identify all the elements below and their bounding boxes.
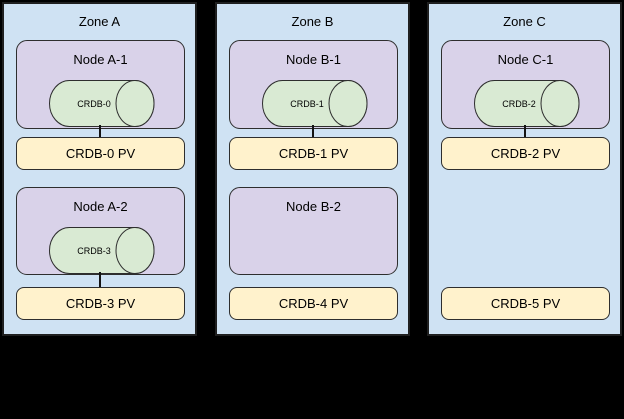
- pv-box: CRDB-5 PV: [441, 287, 610, 320]
- zone-title: Zone B: [291, 14, 334, 29]
- cylinder-cap: [115, 227, 155, 274]
- zone-c-panel: Zone C Node C-1 CRDB-2 CRDB-2 PV CRDB-5 …: [427, 2, 622, 336]
- pod-to-pv-connector: [312, 125, 314, 138]
- cylinder-cap: [540, 80, 580, 127]
- node-box-b2: Node B-2: [229, 187, 398, 275]
- crdb-pod-cylinder: CRDB-1: [261, 80, 368, 127]
- pod-label: CRDB-3: [77, 246, 111, 256]
- cylinder-cap: [115, 80, 155, 127]
- node-title: Node B-2: [286, 199, 341, 214]
- node-title: Node A-1: [73, 52, 128, 67]
- crdb-pod-cylinder: CRDB-2: [473, 80, 580, 127]
- node-title: Node A-2: [73, 199, 128, 214]
- pod-to-pv-connector: [524, 125, 526, 138]
- node-box-b1: Node B-1 CRDB-1: [229, 40, 398, 129]
- crdb-pod-cylinder: CRDB-3: [48, 227, 155, 274]
- pod-to-pv-connector: [99, 125, 101, 138]
- pod-to-pv-connector: [99, 272, 101, 288]
- pod-label: CRDB-1: [290, 99, 324, 109]
- node-box-a1: Node A-1 CRDB-0: [16, 40, 185, 129]
- pv-box: CRDB-3 PV: [16, 287, 185, 320]
- node-title: Node B-1: [286, 52, 341, 67]
- pod-label: CRDB-0: [77, 99, 111, 109]
- node-box-c1: Node C-1 CRDB-2: [441, 40, 610, 129]
- node-box-a2: Node A-2 CRDB-3: [16, 187, 185, 275]
- zone-title: Zone A: [78, 14, 121, 29]
- pv-box: CRDB-2 PV: [441, 137, 610, 170]
- pod-label: CRDB-2: [502, 99, 536, 109]
- zone-title: Zone C: [503, 14, 546, 29]
- zone-b-panel: Zone B Node B-1 CRDB-1 CRDB-1 PV Node B-…: [215, 2, 410, 336]
- pv-box: CRDB-1 PV: [229, 137, 398, 170]
- node-title: Node C-1: [497, 52, 554, 67]
- cylinder-cap: [328, 80, 368, 127]
- zone-a-panel: Zone A Node A-1 CRDB-0 CRDB-0 PV Node A-…: [2, 2, 197, 336]
- crdb-pod-cylinder: CRDB-0: [48, 80, 155, 127]
- pv-box: CRDB-4 PV: [229, 287, 398, 320]
- pv-box: CRDB-0 PV: [16, 137, 185, 170]
